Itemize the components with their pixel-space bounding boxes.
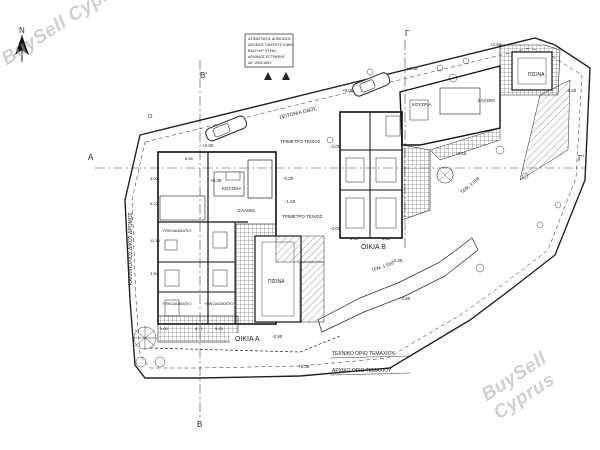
dimension-1: 3.00 (150, 176, 159, 181)
level-11: +0.35 (406, 66, 418, 71)
dimension-6: 9.55 (215, 326, 224, 331)
technical-limit-label: ΤΕΧΝΙΚΟ ΟΡΙΟ ΤΕΜΑΧΙΟΥ (332, 351, 395, 357)
dimension-10: 3.00 (160, 326, 169, 331)
section-markers: Α Β' Β Γ Γ' (88, 29, 584, 429)
dimension-9: 8.71 (195, 326, 204, 331)
dimension-4: 11.30 (150, 238, 160, 243)
section-gamma-right: Γ' (578, 154, 584, 163)
house-b (339, 44, 571, 239)
house-titles: ΟΙΚΙΑ Α ΟΙΚΙΑ Β (230, 241, 398, 343)
site-boundary (124, 37, 591, 379)
bedroom-a1-label: ΥΠΝΟΔΩΜΑΤΙΟ (162, 228, 192, 233)
house-a-title: ΟΙΚΙΑ Α (235, 336, 260, 343)
level-13: -2.60 (400, 296, 411, 301)
car-icon (205, 115, 248, 142)
level-1: +0.60 (202, 143, 214, 148)
parcel-label-1: ΤΕΜ. 1.558 (459, 176, 480, 195)
pool-b-label: ΠΙΣΙΝΑ (528, 72, 545, 78)
section-a-left: Α (88, 153, 94, 162)
level-markers: +0.60 +0.35 -0.20 -2.00 -2.15 -1.60 +0.0… (202, 42, 577, 369)
road-line-3: ΒΑΣΗ ΑΡ. ΚΤΗΜ. (248, 49, 277, 53)
car-icon (352, 72, 391, 97)
level-8: -2.25 (566, 88, 577, 93)
front-road-label: ΓΕΙΤΟΝΙΑ ΟΔΟΣ (279, 106, 317, 121)
road-line-4: ΑΡΙΘΜΟΣ ΕΓΓΡΑΦΗΣ (248, 55, 286, 59)
retaining-wall-label-1: ΤΡΙΜΕΤΡΟ ΤΕΙΧΟΣ (280, 139, 321, 144)
level-6: -1.60 (285, 199, 296, 204)
level-5: -2.15 (456, 151, 467, 156)
level-2: +0.35 (210, 178, 222, 183)
dimension-labels: 3.00 5.20 8.85 11.30 3.50 9.55 3.55 3.88… (150, 156, 391, 331)
dimension-2: 5.20 (150, 201, 159, 206)
road-line-2: ΔΡΟΜΟΣ ΠΛΑΤΟΥΣ 3.66Μ (248, 43, 293, 47)
living-a-label: ΣΑΛΟΝΙ (238, 208, 255, 213)
bedroom-a2-label: ΥΠΝΟΔΩΜΑΤΙΟ (162, 301, 192, 306)
section-beta-top: Β' (200, 71, 207, 80)
road-info-box: ΑΣΦΑΛΤΙΚΟΣ ΔΗΜΟΣΙΟΣ ΔΡΟΜΟΣ ΠΛΑΤΟΥΣ 3.66Μ… (244, 33, 294, 80)
level-4: -2.00 (330, 144, 341, 149)
section-beta-bottom: Β (197, 420, 202, 429)
retaining-walls (149, 237, 479, 353)
house-b-title: ΟΙΚΙΑ Β (361, 244, 386, 251)
level-3: -0.20 (283, 176, 294, 181)
level-7: +0.00 (342, 88, 354, 93)
kitchen-a-label: ΚΟΥΖΙΝΑ (222, 186, 241, 191)
level-15: +0.35 (298, 364, 310, 369)
road-line-5: ΔΕ 1005/1853 (248, 61, 271, 65)
dimension-7: 3.55 (350, 236, 359, 241)
retaining-wall-label-2: ΤΡΙΜΕΤΡΟ ΤΕΙΧΟΣ (282, 214, 323, 219)
pool-a-label: ΠΙΣΙΝΑ (268, 279, 285, 285)
level-14: -2.00 (330, 226, 341, 231)
bedroom-a3-label: ΥΠΝΟΔΩΜΑΤΙΟ (204, 301, 234, 306)
kitchen-b-label: ΚΟΥΖΙΝΑ (412, 102, 431, 107)
section-gamma-top: Γ (405, 29, 410, 38)
dimension-5: 3.50 (150, 271, 159, 276)
road-line-1: ΑΣΦΑΛΤΙΚΟΣ ΔΗΜΟΣΙΟΣ (248, 37, 292, 41)
dimension-8: 3.88 (382, 236, 391, 241)
archive-limit-label: ΑΡΧΙΚΟ ΟΡΙΟ ΤΕΜΑΧΙΟΥ (332, 368, 392, 374)
level-9: -2.30 (392, 258, 403, 263)
tree-icons (133, 57, 562, 368)
living-b-label: ΣΑΛΟΝΙ (478, 98, 495, 103)
level-10: +1.60 (490, 42, 502, 47)
level-12: -2.50 (272, 334, 283, 339)
left-road-label: ΚΑΛΛΙΠΟΛΙΟΣ ΔΙΚΟΣ ΔΡΟΜΟΣ (128, 212, 134, 285)
house-a (157, 151, 325, 343)
north-arrow-icon: N (15, 26, 29, 62)
svg-text:N: N (19, 26, 25, 35)
room-labels: ΚΟΥΖΙΝΑ ΣΑΛΟΝΙ ΥΠΝΟΔΩΜΑΤΙΟ ΥΠΝΟΔΩΜΑΤΙΟ Υ… (162, 72, 545, 306)
dimension-3: 8.85 (185, 156, 194, 161)
